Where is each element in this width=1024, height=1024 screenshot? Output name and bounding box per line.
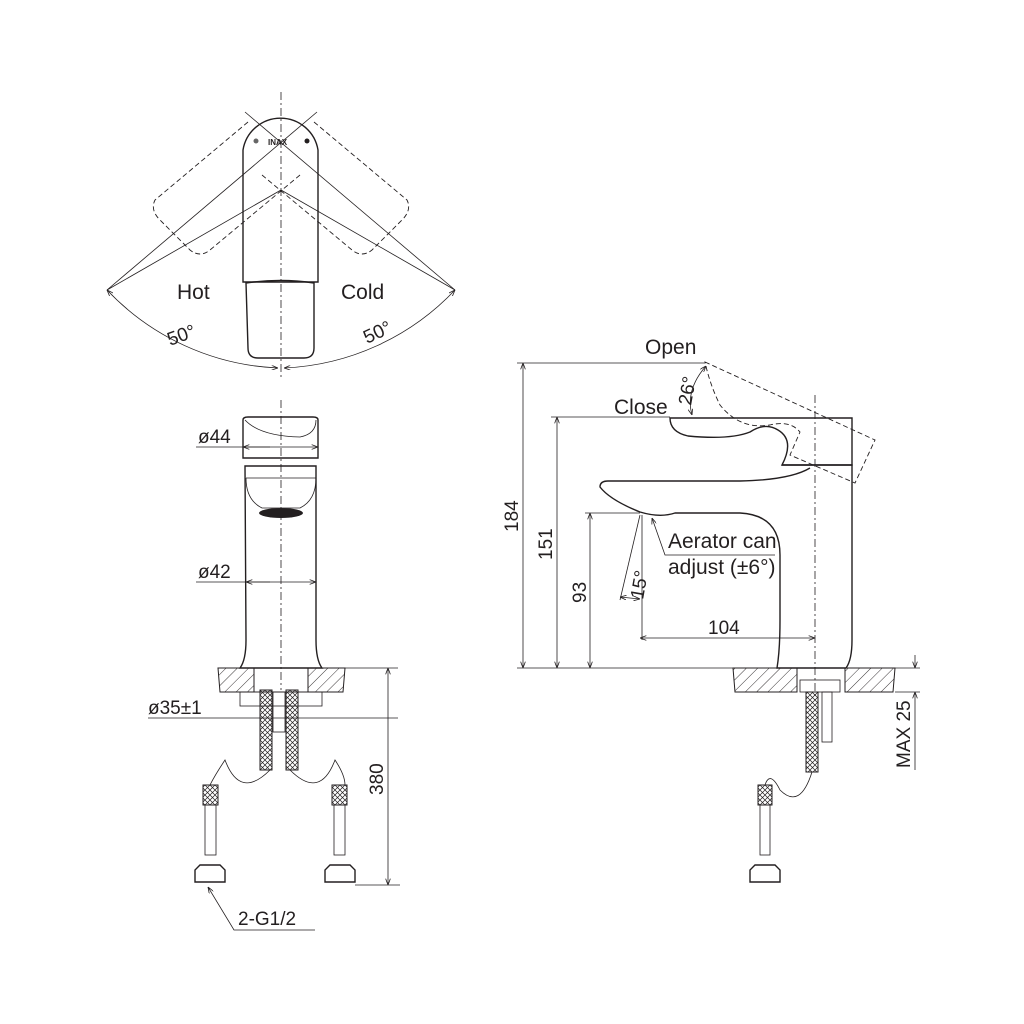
lever-top xyxy=(242,117,319,283)
hose-braided-right xyxy=(285,689,299,771)
dia-hole-dim: ø35±1 xyxy=(148,698,202,719)
hose-length-dim: 380 xyxy=(367,763,388,795)
cold-angle-arc xyxy=(284,290,455,368)
height-total-dim: 184 xyxy=(502,500,523,532)
thread-spec: 2-G1/2 xyxy=(238,909,296,930)
connector-nut-right xyxy=(324,864,356,883)
hose-braided xyxy=(805,691,819,773)
side-view: 184 151 93 104 26° Open Close 15° Aerato… xyxy=(502,336,920,883)
hose-braided-left xyxy=(259,689,273,771)
spout-reach-dim: 104 xyxy=(708,618,740,639)
close-label: Close xyxy=(614,396,668,419)
max-counter-dim: MAX 25 xyxy=(894,700,915,768)
hot-angle: 50° xyxy=(165,321,199,351)
aerator-angle: 15° xyxy=(627,569,653,601)
lever-cold-position xyxy=(261,121,410,255)
aerator-note-line1: Aerator can xyxy=(668,530,777,553)
dia-top-dim: ø44 xyxy=(198,427,231,448)
top-view: INAX Hot Cold 50° 50° xyxy=(107,92,455,378)
hot-angle-arc xyxy=(107,290,278,368)
aerator xyxy=(259,508,303,518)
open-label: Open xyxy=(645,336,696,359)
cold-indicator-dot xyxy=(304,138,310,144)
cold-angle: 50° xyxy=(360,317,395,348)
front-view: ø44 ø42 ø35±1 380 2-G1/2 xyxy=(148,400,400,931)
cold-label: Cold xyxy=(341,281,384,304)
lever-closed xyxy=(669,417,853,466)
lever-front xyxy=(242,416,319,459)
lever-hot-position xyxy=(152,121,301,255)
height-lever-dim: 151 xyxy=(536,528,557,560)
aerator-note-line2: adjust (±6°) xyxy=(668,556,775,579)
brand-logo: INAX xyxy=(268,138,288,147)
lever-open-position xyxy=(704,361,876,484)
connector-nut xyxy=(749,864,781,883)
connector-nut-left xyxy=(194,864,226,883)
lever-angle: 26° xyxy=(675,375,701,407)
height-spout-dim: 93 xyxy=(570,582,591,603)
spout-body-top xyxy=(245,279,315,359)
hot-label: Hot xyxy=(177,281,210,304)
hot-indicator-dot xyxy=(253,138,259,144)
dia-body-dim: ø42 xyxy=(198,562,231,583)
